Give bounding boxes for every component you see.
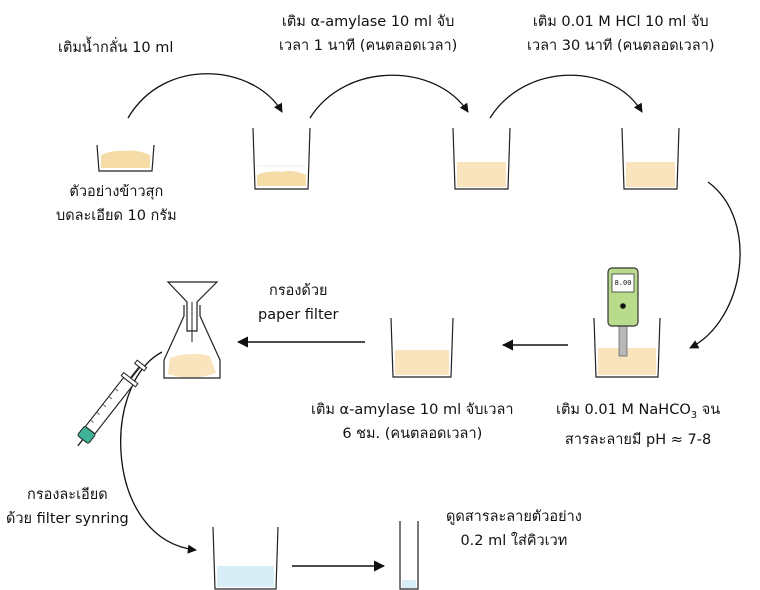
beaker-ph-meter bbox=[593, 267, 661, 378]
add-water-text: เติมน้ำกลั่น 10 ml bbox=[58, 40, 174, 56]
sample-line1: ตัวอย่างข้าวสุก bbox=[69, 184, 164, 200]
filter-flask bbox=[163, 281, 221, 379]
syringe bbox=[77, 359, 148, 447]
label-cuvette: ดูดสารละลายตัวอย่าง 0.2 ml ใส่คิวเวท bbox=[446, 505, 582, 553]
syringe-filter-line1: กรองละเอียด bbox=[27, 487, 108, 503]
label-add-water: เติมน้ำกลั่น 10 ml bbox=[58, 36, 173, 60]
beaker-amylase-1 bbox=[452, 127, 511, 190]
beaker-water bbox=[252, 127, 311, 190]
add-nahco3-line1: เติม 0.01 M NaHCO3 จน bbox=[556, 398, 720, 428]
beaker-hcl bbox=[621, 127, 680, 190]
paper-filter-line2: paper filter bbox=[258, 307, 339, 323]
curved-arrow-4 bbox=[689, 181, 741, 349]
add-amylase-1-line2: เวลา 1 นาที (คนตลอดเวลา) bbox=[279, 38, 458, 54]
label-add-amylase-2: เติม α-amylase 10 ml จับเวลา 6 ชม. (คนตล… bbox=[311, 398, 514, 446]
label-paper-filter: กรองด้วย paper filter bbox=[258, 279, 339, 327]
beaker-amylase-2 bbox=[390, 317, 454, 378]
cuvette bbox=[399, 521, 419, 590]
curved-arrow-1 bbox=[127, 73, 283, 119]
label-syringe-filter: กรองละเอียด ด้วย filter synring bbox=[6, 483, 129, 531]
curved-arrow-3 bbox=[489, 74, 643, 119]
label-add-amylase-1: เติม α-amylase 10 ml จับ เวลา 1 นาที (คน… bbox=[279, 10, 457, 58]
paper-filter-line1: กรองด้วย bbox=[269, 283, 328, 299]
beaker-filtrate bbox=[212, 526, 279, 590]
sample-dish bbox=[96, 144, 155, 172]
add-nahco3-sub: 3 bbox=[690, 409, 698, 421]
add-nahco3-line1b: จน bbox=[697, 402, 721, 418]
syringe-filter-line2: ด้วย filter synring bbox=[6, 511, 129, 527]
curved-arrow-5 bbox=[120, 351, 197, 554]
cuvette-line2: 0.2 ml ใส่คิวเวท bbox=[460, 533, 568, 549]
sample-line2: บดละเอียด 10 กรัม bbox=[56, 208, 177, 224]
label-sample: ตัวอย่างข้าวสุก บดละเอียด 10 กรัม bbox=[56, 180, 177, 228]
ph-meter-display: 8.00 bbox=[614, 279, 632, 287]
curved-arrow-2 bbox=[309, 74, 469, 119]
label-add-hcl: เติม 0.01 M HCl 10 ml จับ เวลา 30 นาที (… bbox=[527, 10, 715, 58]
add-amylase-2-line1: เติม α-amylase 10 ml จับเวลา bbox=[311, 402, 514, 418]
add-hcl-line1: เติม 0.01 M HCl 10 ml จับ bbox=[532, 14, 709, 30]
add-nahco3-line2: สารละลายมี pH ≈ 7-8 bbox=[564, 431, 712, 448]
add-amylase-2-line2: 6 ชม. (คนตลอดเวลา) bbox=[342, 426, 483, 442]
cuvette-line1: ดูดสารละลายตัวอย่าง bbox=[446, 509, 582, 525]
add-amylase-1-line1: เติม α-amylase 10 ml จับ bbox=[281, 14, 455, 30]
add-hcl-line2: เวลา 30 นาที (คนตลอดเวลา) bbox=[527, 38, 715, 54]
add-nahco3-line1a: เติม 0.01 M NaHCO bbox=[556, 402, 691, 418]
label-add-nahco3: เติม 0.01 M NaHCO3 จน สารละลายมี pH ≈ 7-… bbox=[556, 398, 720, 452]
